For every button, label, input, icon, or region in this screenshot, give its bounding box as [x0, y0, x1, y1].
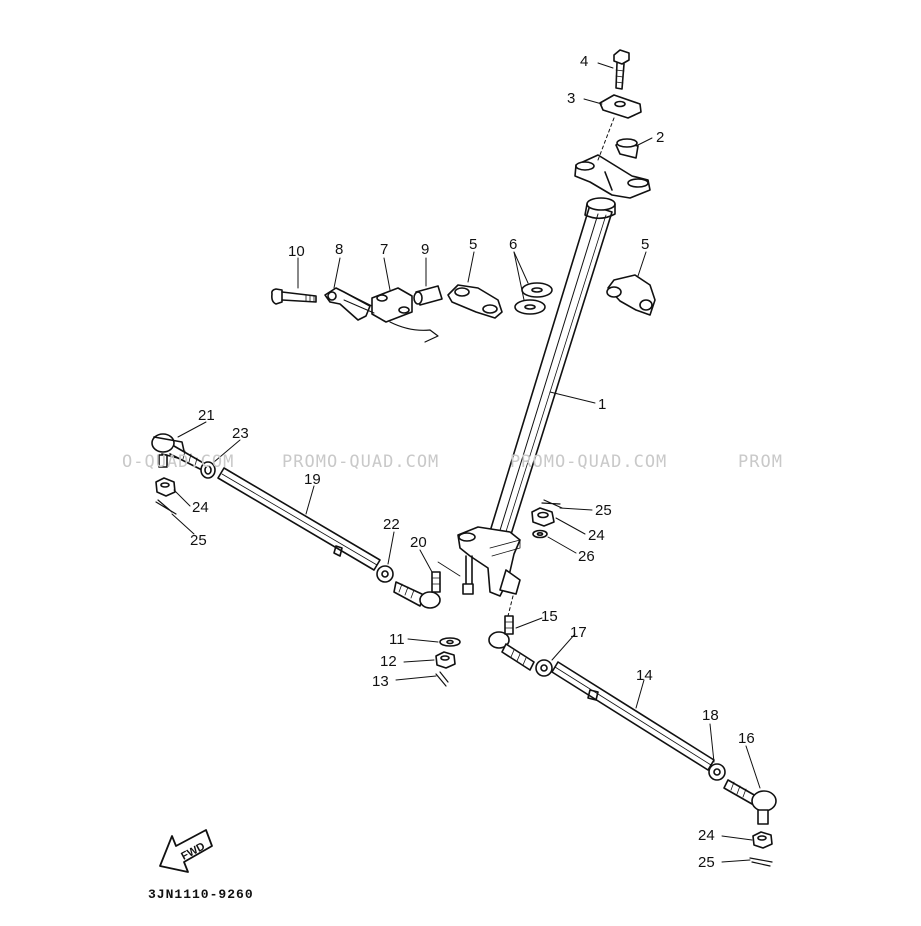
watermark-2: PROMO-QUAD.COM: [282, 452, 440, 472]
locknut-part-23: [200, 461, 216, 479]
nut-part-24-center: [531, 507, 555, 527]
callout-13: 13: [372, 673, 389, 690]
tie-rod-end-part-16: [723, 779, 777, 825]
callout-21: 21: [198, 407, 215, 424]
bushing-part-2: [615, 138, 639, 159]
callout-10: 10: [288, 243, 305, 260]
tie-rod-left: [217, 467, 381, 571]
nut-part-12: [435, 651, 456, 669]
pitman-arm: [437, 526, 521, 617]
callout-5-right: 5: [641, 236, 649, 253]
callout-16: 16: [738, 730, 755, 747]
tie-rod-end-part-20: [393, 571, 441, 609]
callout-25-right: 25: [698, 854, 715, 871]
callout-7: 7: [380, 241, 388, 258]
watermark-1: O-QUAD.COM: [122, 452, 235, 472]
clamp-part-5-right: [606, 274, 656, 316]
washer-part-26: [532, 529, 548, 539]
clamp-part-3: [597, 94, 642, 161]
callout-labels: 4 3 2 10 8 7 9 5 6 5 1 21 23 19 24 25 22…: [190, 53, 755, 871]
callout-22: 22: [383, 516, 400, 533]
cotter-pin-part-25-center: [541, 499, 563, 509]
handlebar-holder: [574, 154, 651, 199]
callout-14: 14: [636, 667, 653, 684]
sleeve-part-9: [413, 285, 443, 306]
callout-1: 1: [598, 396, 606, 413]
callout-24-center: 24: [588, 527, 605, 544]
callout-24-left: 24: [192, 499, 209, 516]
locknut-part-17: [535, 659, 553, 677]
callout-11: 11: [389, 631, 405, 648]
steering-column-shaft: [487, 197, 616, 545]
plate-part-7: [371, 287, 439, 343]
fwd-arrow-icon: FWD: [159, 829, 213, 873]
callout-12: 12: [380, 653, 397, 670]
callout-3: 3: [567, 90, 575, 107]
watermark-4: PROM: [738, 452, 783, 472]
callout-26: 26: [578, 548, 595, 565]
lock-washer-part-8: [324, 287, 375, 321]
tie-rod-end-part-15: [488, 615, 535, 671]
callout-2: 2: [656, 129, 664, 146]
callout-6: 6: [509, 236, 517, 253]
cotter-pin-part-25-left: [155, 499, 177, 515]
bushings-part-6: [514, 282, 553, 315]
cotter-pin-part-25-right: [749, 857, 773, 867]
bolt-part-4: [613, 49, 630, 90]
clamp-part-5-left: [447, 284, 503, 319]
callout-5-left: 5: [469, 236, 477, 253]
locknut-part-22: [376, 565, 394, 583]
locknut-part-18: [708, 763, 726, 781]
callout-17: 17: [570, 624, 587, 641]
nut-part-24-left: [155, 477, 176, 497]
callout-18: 18: [702, 707, 719, 724]
callout-23: 23: [232, 425, 249, 442]
callout-19: 19: [304, 471, 321, 488]
callout-20: 20: [410, 534, 427, 551]
leader-lines: [171, 62, 761, 863]
nut-part-24-right: [752, 831, 773, 849]
cotter-pin-part-13: [435, 671, 449, 687]
callout-25-center: 25: [595, 502, 612, 519]
callout-25-left: 25: [190, 532, 207, 549]
callout-24-right: 24: [698, 827, 715, 844]
callout-9: 9: [421, 241, 429, 258]
callout-15: 15: [541, 608, 558, 625]
drawing-code: 3JN1110-9260: [148, 887, 254, 902]
tie-rod-right: [551, 661, 715, 771]
callout-8: 8: [335, 241, 343, 258]
watermark-3: PROMO-QUAD.COM: [510, 452, 668, 472]
bolt-part-10: [271, 288, 317, 305]
callout-4: 4: [580, 53, 588, 70]
washer-part-11: [439, 637, 461, 647]
